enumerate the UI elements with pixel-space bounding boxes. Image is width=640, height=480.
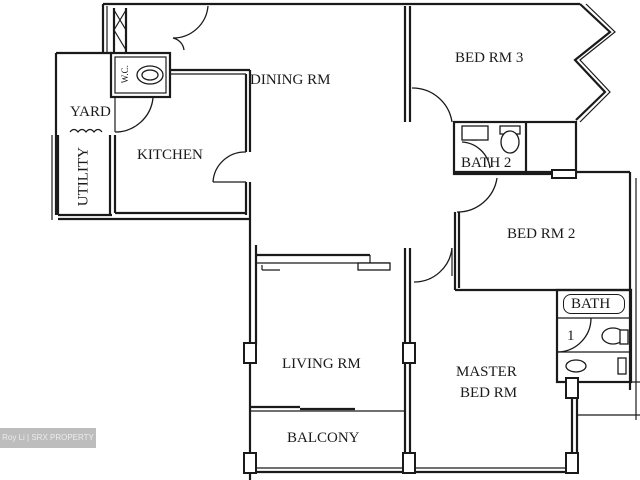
- room-label-wc: W.C.: [119, 65, 130, 84]
- outer-walls: [51, 2, 640, 480]
- room-label-bath-2: BATH 2: [461, 155, 512, 171]
- bath-1-tub: [563, 294, 625, 314]
- room-label-yard: YARD: [70, 104, 111, 120]
- room-label-living: LIVING RM: [282, 356, 361, 372]
- room-label-bed-rm-3: BED RM 3: [455, 50, 524, 66]
- room-label-bath-1: BATH: [571, 296, 611, 312]
- room-label-master-line-1: MASTER: [456, 364, 517, 380]
- room-label-utility: UTILITY: [75, 147, 92, 207]
- watermark: Roy Li | SRX PROPERTY: [0, 428, 96, 448]
- room-label-master-line-2: BED RM: [460, 385, 518, 401]
- room-label-bed-rm-2: BED RM 2: [507, 226, 576, 242]
- room-label-balcony: BALCONY: [287, 430, 360, 446]
- room-label-dining: DINING RM: [250, 72, 331, 88]
- room-label-kitchen: KITCHEN: [137, 147, 203, 163]
- room-label-bath-1-number: 1: [567, 328, 575, 344]
